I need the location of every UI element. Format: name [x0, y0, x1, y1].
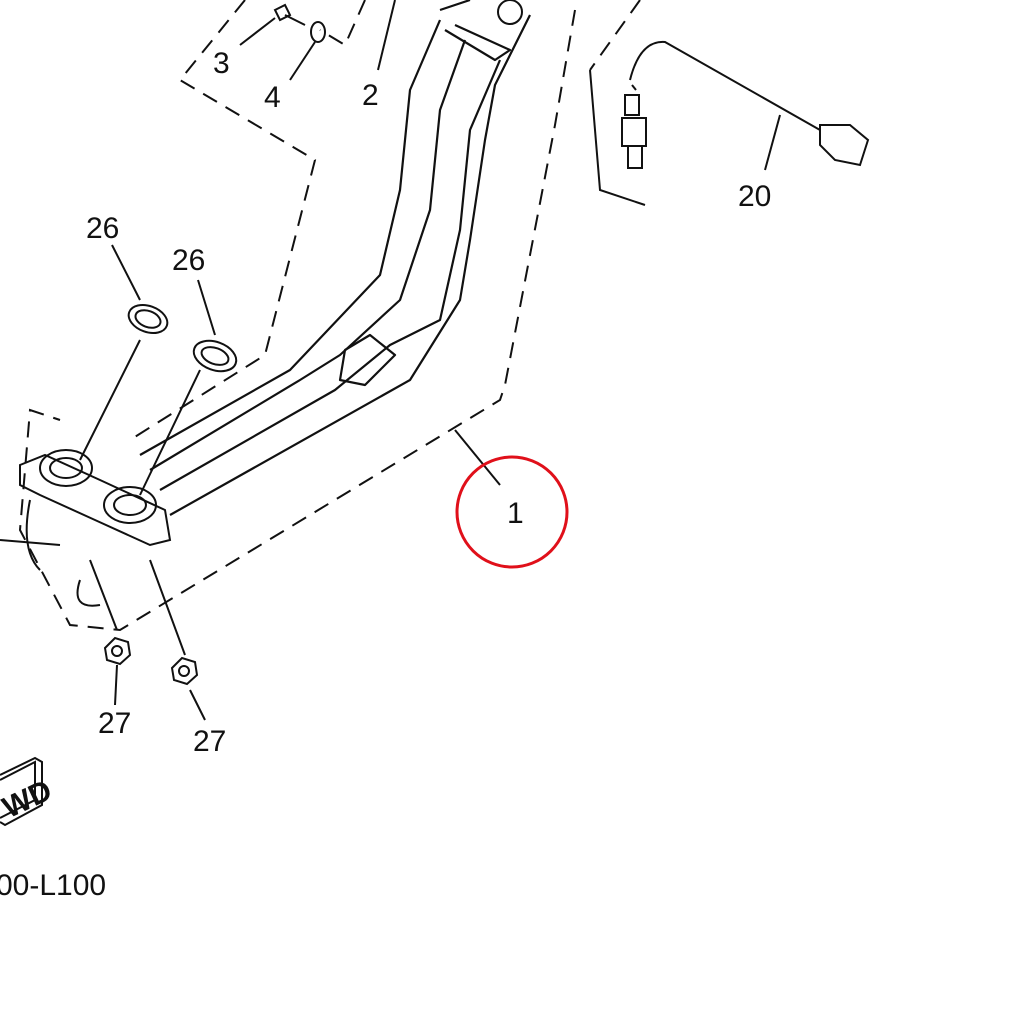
callout-3[interactable]: 3	[213, 47, 230, 80]
exhaust-pipe-assembly[interactable]	[139, 0, 531, 516]
callout-26a[interactable]: 26	[86, 212, 119, 245]
fwd-direction-badge: WD	[0, 756, 57, 827]
leader-lines	[79, 0, 781, 721]
callout-20[interactable]: 20	[738, 180, 771, 213]
bracket-boundary	[589, 0, 641, 71]
gasket-26a[interactable]	[125, 300, 171, 338]
highlight-circle	[455, 455, 569, 569]
washer-4[interactable]	[310, 21, 326, 43]
callout-4[interactable]: 4	[264, 81, 281, 114]
pipe-clamp	[338, 333, 397, 387]
gasket-26b[interactable]	[190, 335, 241, 376]
callout-2[interactable]: 2	[362, 79, 379, 112]
upper-small-boundary	[319, 0, 366, 47]
nut-27a[interactable]	[103, 636, 132, 666]
bolt-3[interactable]	[273, 3, 306, 26]
fwd-badge-text: WD	[0, 774, 57, 825]
o2-sensor-20[interactable]	[589, 40, 870, 206]
callout-1[interactable]: 1	[507, 497, 524, 530]
callout-27a[interactable]: 27	[98, 707, 131, 740]
callout-26b[interactable]: 26	[172, 244, 205, 277]
upper-assembly-boundary	[129, 0, 317, 441]
nut-27b[interactable]	[170, 656, 199, 686]
main-assembly-boundary	[18, 9, 576, 632]
exhaust-flange[interactable]	[0, 449, 172, 607]
diagram-code: 00-L100	[0, 869, 106, 902]
callout-27b[interactable]: 27	[193, 725, 226, 758]
